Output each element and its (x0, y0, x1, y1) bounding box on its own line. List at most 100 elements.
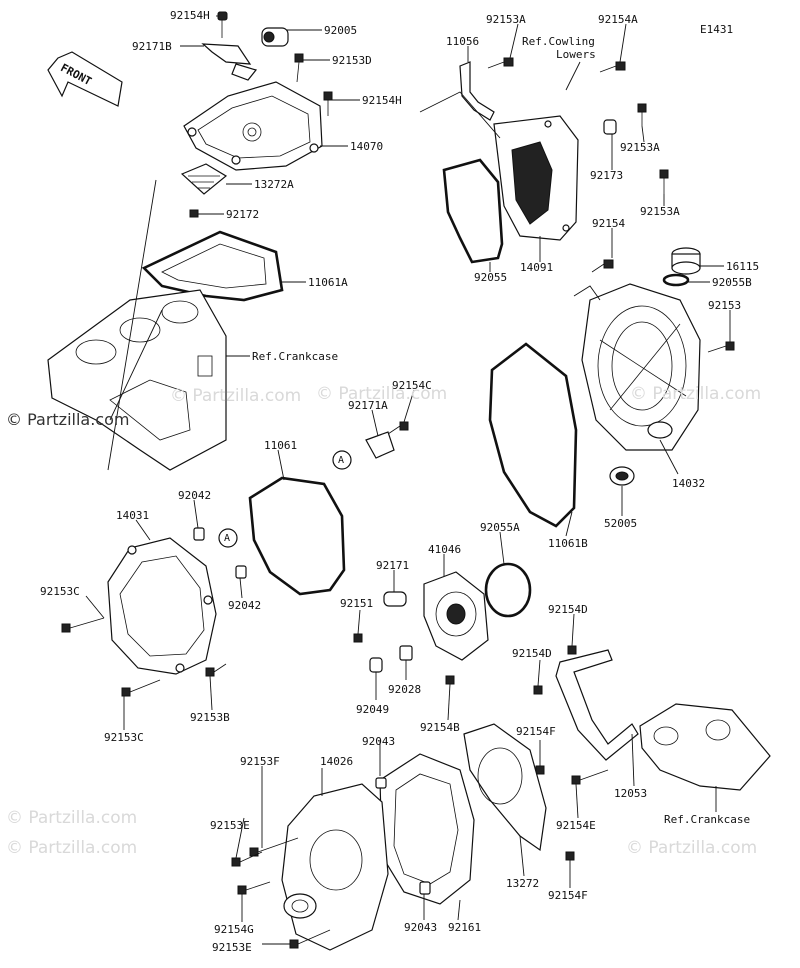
label-13272: 13272 (506, 877, 540, 890)
cover-14091 (493, 115, 579, 241)
label-12053: 12053 (614, 787, 648, 800)
diagram-code: E1431 (700, 23, 734, 36)
damper-92049 (369, 657, 383, 673)
cover-92161 (379, 753, 475, 905)
bolt-92154A (599, 61, 626, 73)
label-92049: 92049 (356, 703, 390, 716)
gasket-11061B (488, 342, 578, 528)
bolt-92153D (294, 53, 304, 83)
screen-13272A (180, 163, 228, 195)
bolt-92154D-r (567, 645, 577, 655)
label-92042-low: 92042 (228, 599, 262, 612)
label-92005: 92005 (324, 24, 358, 37)
guard-12053 (555, 649, 639, 761)
front-arrow-icon (47, 51, 123, 107)
label-41046: 41046 (428, 543, 462, 556)
label-92153D: 92153D (332, 54, 372, 67)
bolt-92154H-top (217, 11, 228, 38)
label-92154C: 92154C (392, 379, 432, 392)
crankcase-top (47, 289, 227, 471)
crankcase-side (639, 703, 771, 791)
dowel-92043-low (419, 881, 431, 895)
gasket-11061 (248, 476, 346, 596)
cover-14026 (281, 783, 389, 951)
label-92161: 92161 (448, 921, 482, 934)
label-92043-low: 92043 (404, 921, 438, 934)
callout-circle-upper (332, 450, 352, 470)
cover-41046 (423, 571, 489, 661)
watermark-4: © Partzilla.com (6, 838, 138, 858)
label-11056: 11056 (446, 35, 480, 48)
bolt-92154B (445, 675, 455, 685)
label-13272A: 13272A (254, 178, 294, 191)
cover-14032 (581, 283, 701, 451)
cover-14070 (183, 81, 323, 171)
bracket-92171A (365, 431, 395, 459)
grommet-92173 (603, 119, 617, 135)
label-92153E-top: 92153E (210, 819, 250, 832)
bracket-11056 (459, 61, 495, 121)
bolt-92154D-l (533, 685, 543, 695)
bolt-92154F-low (565, 851, 575, 861)
label-lowers: Lowers (556, 48, 596, 61)
seal-52005 (609, 466, 635, 486)
label-92154D-right: 92154D (548, 603, 588, 616)
bolt-92151 (353, 633, 363, 643)
dowel-92042-low (235, 565, 247, 579)
label-92153E-low: 92153E (212, 941, 252, 954)
label-ref-cowling: Ref.Cowling (522, 35, 595, 48)
label-92151: 92151 (340, 597, 374, 610)
label-92153A-low: 92153A (640, 205, 680, 218)
label-11061B: 11061B (548, 537, 588, 550)
bolt-92154F-top (535, 765, 545, 775)
gasket-13272 (463, 723, 547, 852)
label-92154F-top: 92154F (516, 725, 556, 738)
bolt-92153A-low (659, 169, 669, 194)
label-92153C-low: 92153C (104, 731, 144, 744)
label-ref-crankcase-lower: Ref.Crankcase (664, 813, 751, 826)
collar-92028 (399, 645, 413, 661)
watermark-2: © Partzilla.com (316, 384, 448, 404)
label-92154H-mid: 92154H (362, 94, 402, 107)
label-92172: 92172 (226, 208, 260, 221)
bolt-92153C-low (121, 679, 161, 697)
watermark-6: © Partzilla.com (626, 838, 758, 858)
watermark-1: © Partzilla.com (170, 386, 302, 406)
fitting-92005 (261, 27, 289, 47)
label-92028: 92028 (388, 683, 422, 696)
grommet-92171 (383, 591, 407, 607)
label-92154F-low: 92154F (548, 889, 588, 902)
dowel-92042-top (193, 527, 205, 541)
dowel-92043-top (375, 777, 387, 789)
label-92154: 92154 (592, 217, 626, 230)
label-92043-top: 92043 (362, 735, 396, 748)
label-92042-top: 92042 (178, 489, 212, 502)
gasket-92055 (442, 158, 504, 264)
label-92171: 92171 (376, 559, 410, 572)
watermark-3: © Partzilla.com (630, 384, 762, 404)
oring-92055A (484, 562, 532, 618)
label-14032: 14032 (672, 477, 706, 490)
gasket-11061A (141, 230, 284, 302)
label-ref-crankcase-upper: Ref.Crankcase (252, 350, 339, 363)
bolt-92154 (591, 259, 614, 273)
bolt-92154E (571, 769, 609, 785)
label-92154E: 92154E (556, 819, 596, 832)
bolt-92153C-top (61, 617, 105, 633)
callout-circle-lower (218, 528, 238, 548)
label-11061A: 11061A (308, 276, 348, 289)
bolt-92153B (205, 663, 227, 677)
label-16115: 16115 (726, 260, 760, 273)
bolt-92154G (237, 881, 271, 895)
label-92171A: 92171A (348, 399, 388, 412)
label-14070: 14070 (350, 140, 384, 153)
bolt-92172 (189, 209, 199, 218)
oring-92055B (662, 273, 690, 287)
label-92153F: 92153F (240, 755, 280, 768)
label-14031: 14031 (116, 509, 150, 522)
plug-16115 (671, 247, 701, 275)
label-92154A: 92154A (598, 13, 638, 26)
label-92154B: 92154B (420, 721, 460, 734)
label-92055B: 92055B (712, 276, 752, 289)
label-92153C-top: 92153C (40, 585, 80, 598)
